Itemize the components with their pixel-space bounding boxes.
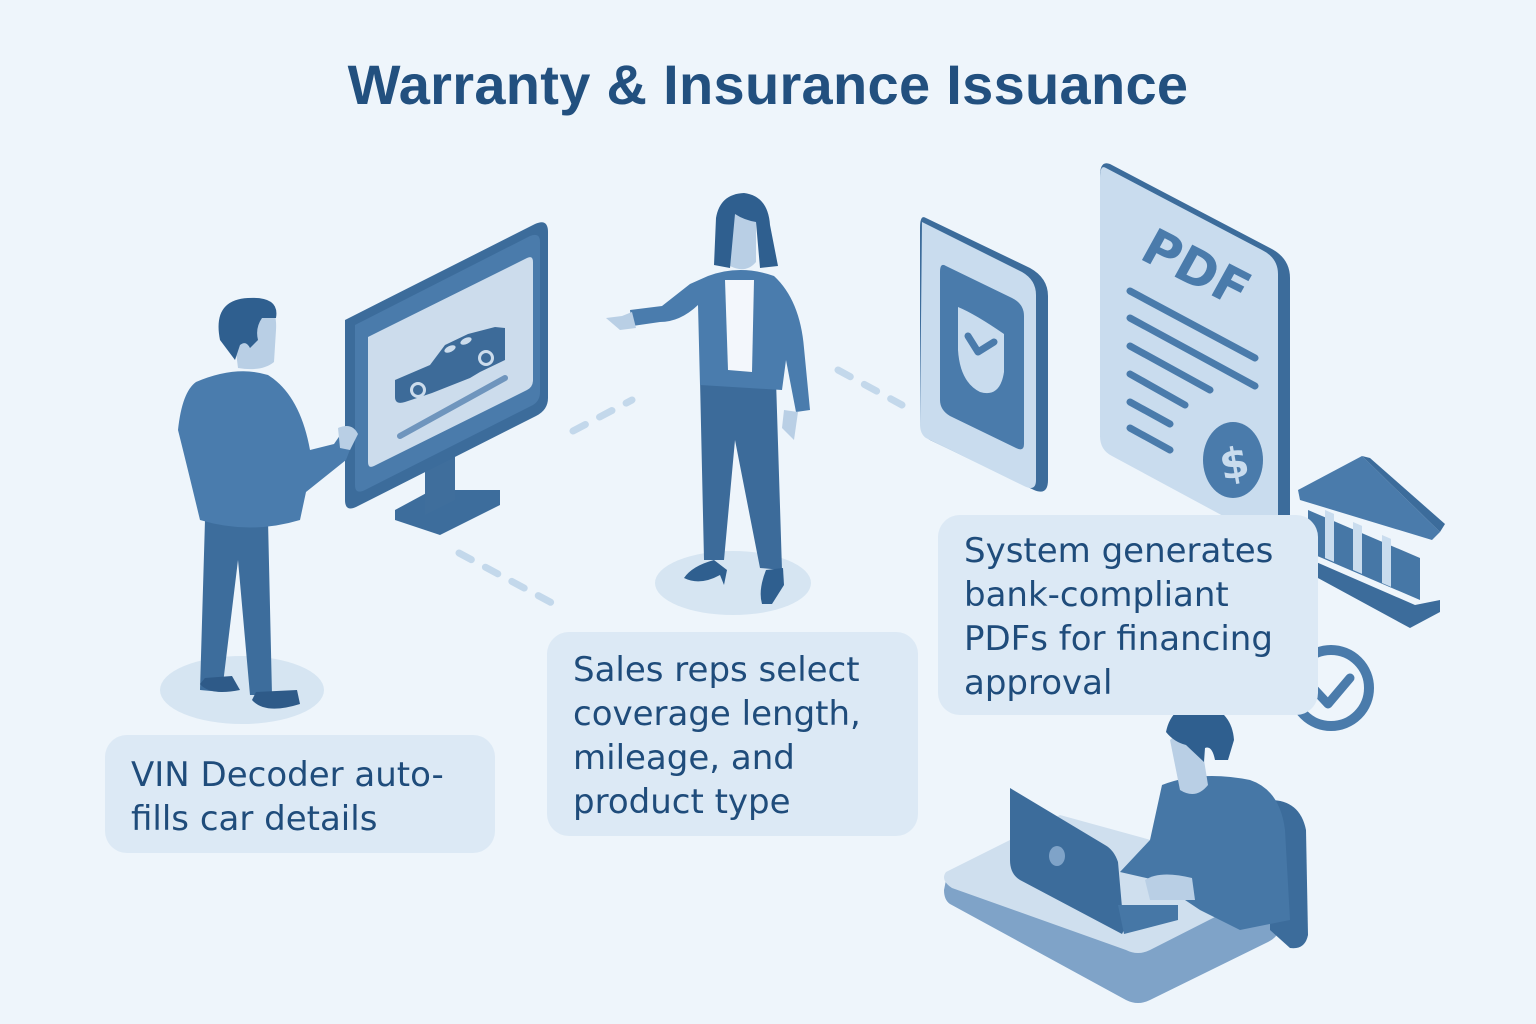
dashed-connector-lines [455,366,906,607]
floor-shadow [160,656,324,724]
page-title: Warranty & Insurance Issuance [347,53,1189,116]
desk-worker-figure [944,703,1308,1003]
callout-line: Sales reps select [573,650,860,690]
callout-line: bank-compliant [964,575,1229,615]
callout-line: VIN Decoder auto- [131,755,444,795]
shield-check-icon [958,307,1004,394]
step-callout-pdf-generation: System generates bank-compliant PDFs for… [938,515,1318,715]
car-icon [395,327,505,403]
callout-line: approval [964,663,1113,703]
floor-shadow [655,551,811,615]
step-callout-coverage-selection: Sales reps select coverage length, milea… [547,632,918,836]
callout-line: fills car details [131,799,378,839]
callout-line: PDFs for financing [964,619,1273,659]
callout-line: coverage length, [573,694,861,734]
callout-line: product type [573,782,791,822]
woman-pointing-figure [606,193,810,604]
callout-line: System generates [964,531,1274,571]
shield-card-icon [920,217,1048,492]
monitor-icon [345,222,548,535]
step-callout-vin-decoder: VIN Decoder auto- fills car details [105,735,495,853]
man-standing-figure [178,297,358,709]
callout-line: mileage, and [573,738,795,778]
dollar-coin-icon: $ [1203,422,1263,498]
pdf-document-icon: PDF $ [1100,163,1290,543]
bank-icon [1294,456,1445,628]
